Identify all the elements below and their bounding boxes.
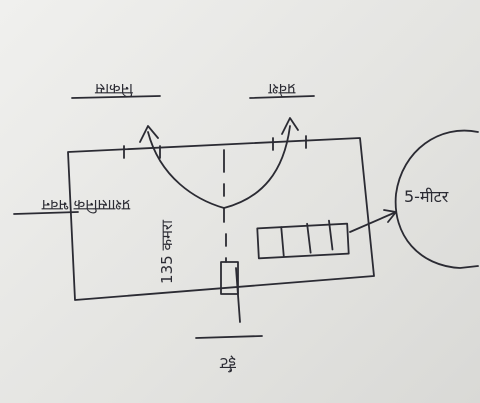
label-bottom: ईंट [219, 354, 236, 373]
boxes-outline [256, 222, 350, 260]
boxes-dividers [280, 219, 334, 257]
label-bubble: 5-मीटर [404, 187, 449, 206]
label-entrance: प्रवेश [268, 80, 296, 98]
underline-left [13, 211, 79, 215]
building-outline [67, 137, 375, 301]
exit-path-curve [147, 131, 225, 209]
underline-top-left [71, 95, 161, 99]
speech-bubble [394, 129, 479, 269]
label-exit: निकास [94, 80, 133, 98]
door-rectangle [220, 261, 239, 295]
entrance-path-curve [223, 125, 291, 209]
bubble-arrow-line [349, 211, 397, 233]
center-dashed-line [223, 149, 227, 263]
underline-top-right [249, 95, 315, 99]
door-pointer-line [235, 267, 241, 323]
label-seats: 135 कमरा [158, 219, 176, 284]
top-wall-ticks [123, 135, 307, 159]
underline-bottom [195, 335, 263, 339]
exit-arrow-icon [139, 125, 159, 143]
entrance-arrow-icon [281, 117, 299, 135]
label-admin-building: प्रशासनिक भवन [41, 196, 130, 214]
